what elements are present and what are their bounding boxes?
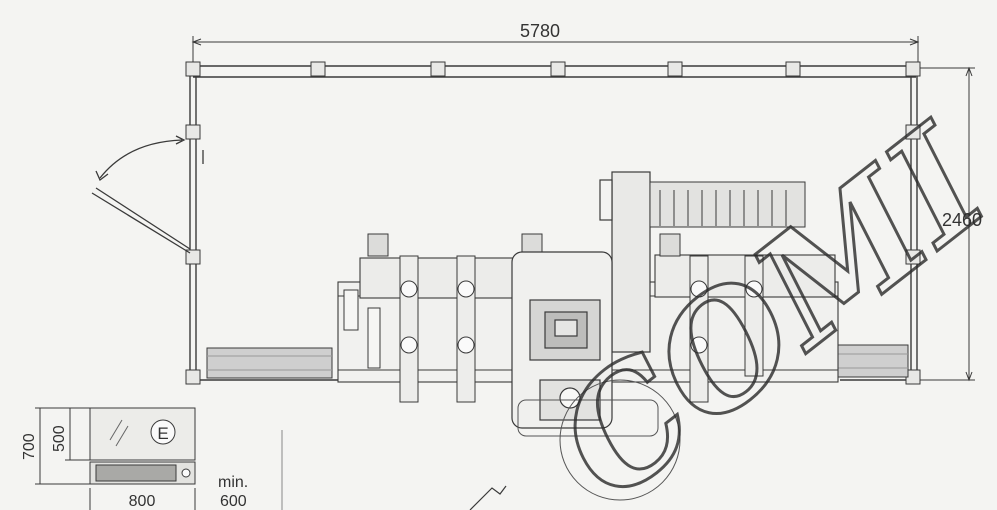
control-panel (89, 407, 196, 485)
height-dimension (918, 66, 975, 382)
width-dimension-label: 5780 (520, 21, 560, 41)
head-swing-arc (517, 379, 681, 501)
cable-fragment (469, 485, 507, 510)
reference-stops (343, 233, 681, 369)
panel-height-outer-label: 700 (21, 433, 38, 460)
width-dimension (191, 36, 920, 62)
tool-changer-rack (649, 181, 806, 228)
infeed-conveyor (206, 347, 333, 379)
height-dimension-label: 2460 (942, 210, 982, 230)
gantry-column (511, 171, 651, 429)
clearance-label-value: 600 (220, 493, 247, 510)
panel-dimensions (35, 407, 283, 510)
outfeed-conveyor (834, 344, 909, 378)
vacuum-pods (400, 280, 763, 354)
panel-width-label: 800 (129, 493, 156, 510)
swing-door (91, 135, 204, 254)
clearance-label-min: min. (218, 474, 248, 491)
panel-symbol: E (157, 424, 168, 443)
panel-height-inner-label: 500 (51, 425, 68, 452)
